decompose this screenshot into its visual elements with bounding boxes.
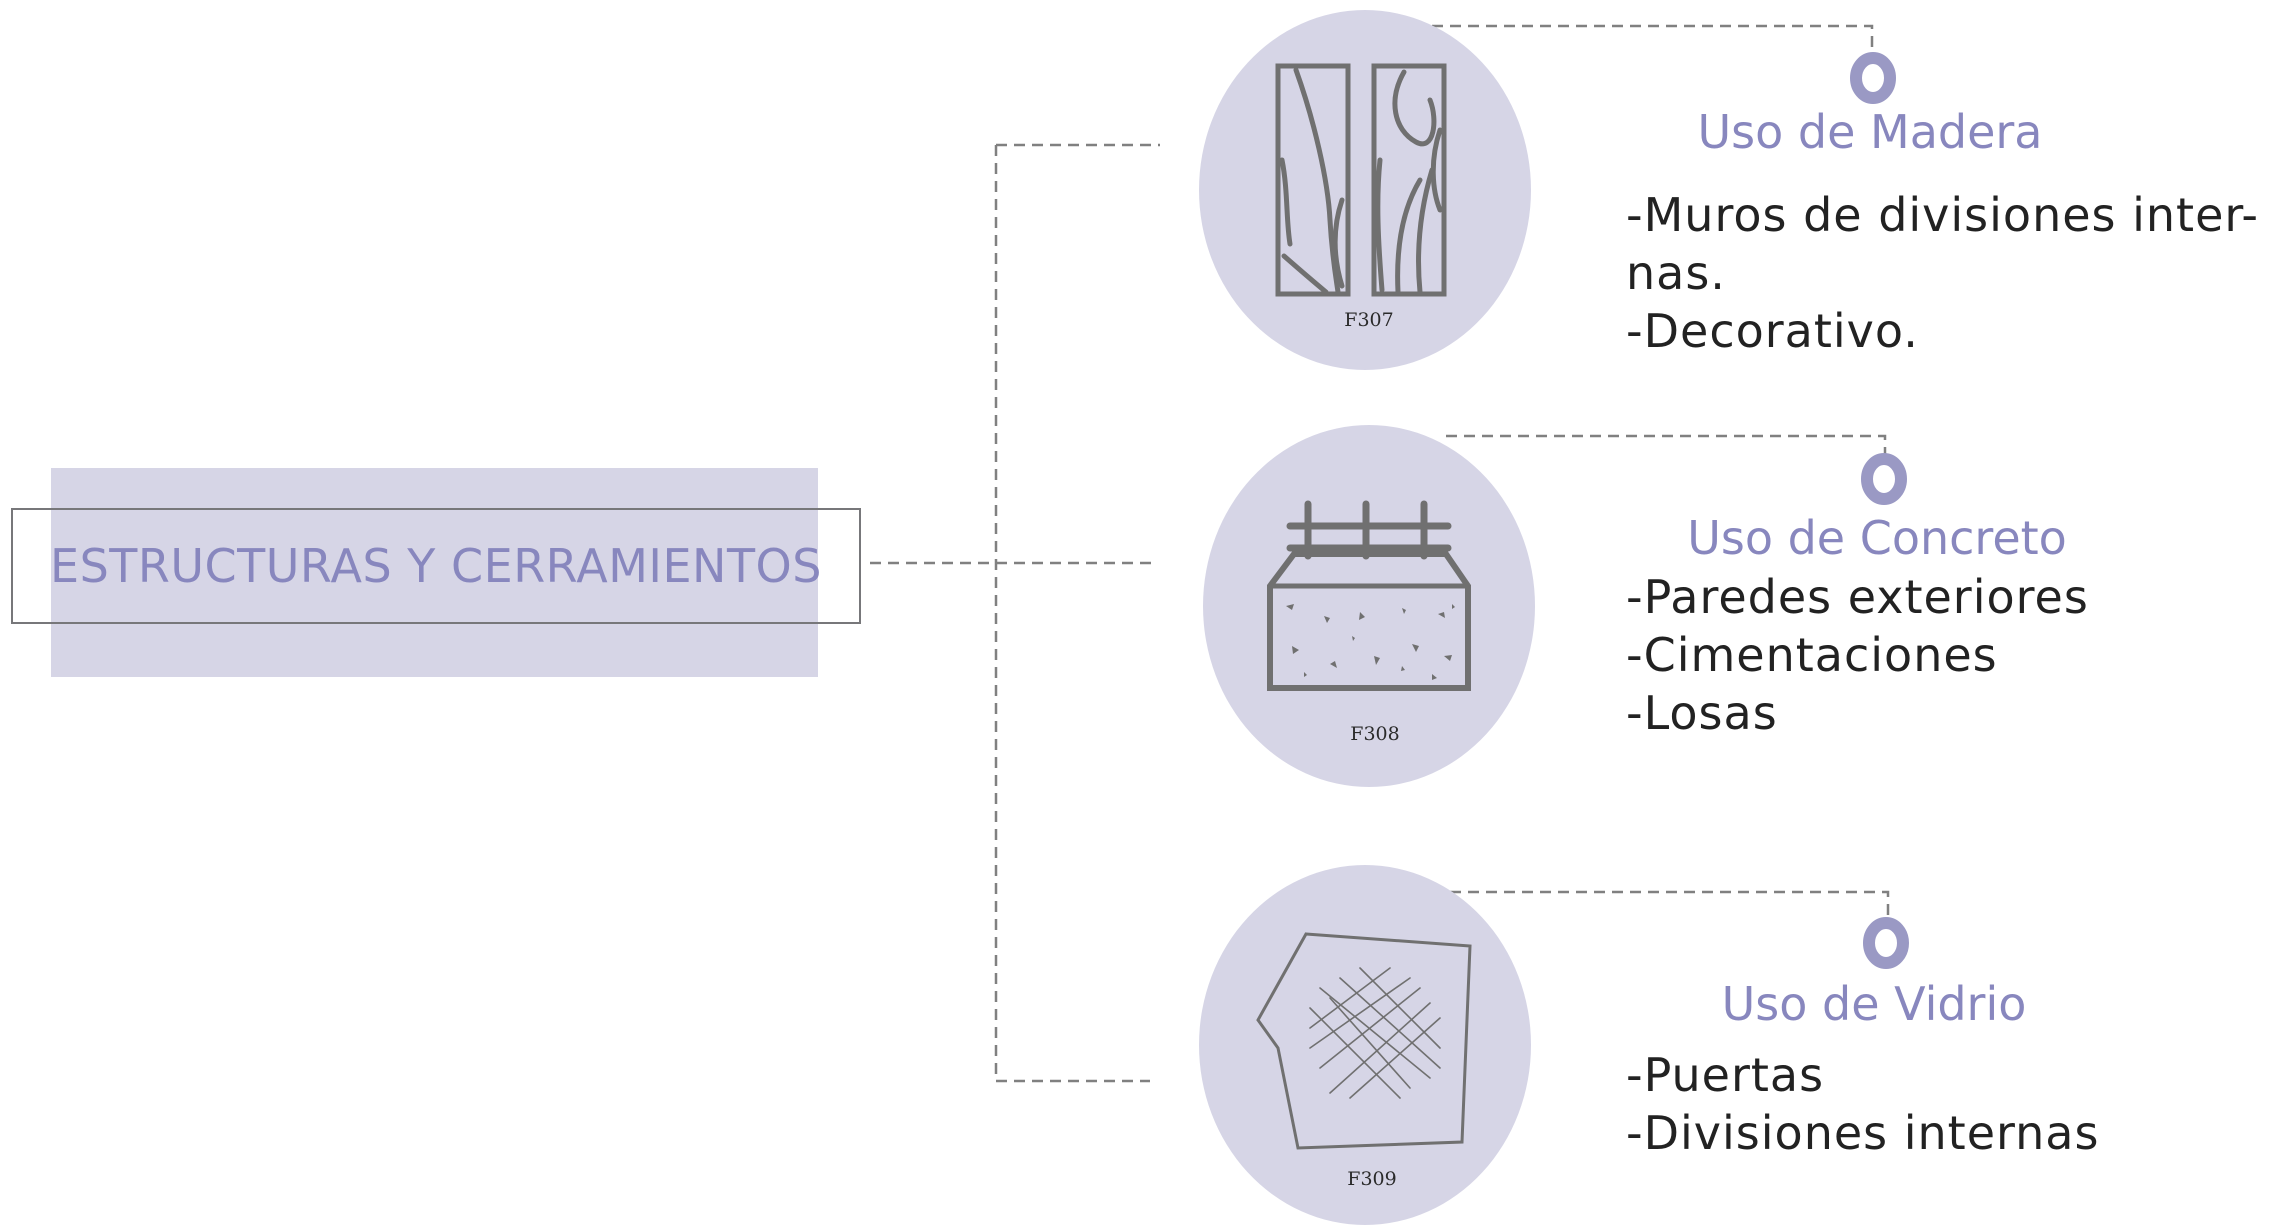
code-label-madera: F307 — [1344, 309, 1394, 331]
branch-circle-madera — [1199, 10, 1531, 370]
branch-item: -Muros de divisiones inter- — [1626, 188, 2259, 242]
code-label-vidrio: F309 — [1347, 1168, 1397, 1190]
marker-ring-madera — [1850, 52, 1896, 104]
branch-circle-vidrio — [1199, 865, 1531, 1225]
title-connector-vidrio — [1450, 890, 1890, 916]
marker-ring-concreto — [1861, 453, 1907, 505]
branch-item: -Puertas — [1626, 1048, 1825, 1102]
root-node-frame — [11, 508, 861, 624]
root-node-background — [51, 468, 818, 677]
cracked-glass-icon — [1256, 932, 1472, 1150]
branch-item: -Paredes exteriores — [1626, 570, 2089, 624]
branch-circle-concreto — [1203, 425, 1535, 787]
branch-title-concreto: Uso de Concreto — [1687, 511, 2067, 565]
code-label-concreto: F308 — [1350, 723, 1400, 745]
root-node-title: ESTRUCTURAS Y CERRAMIENTOS — [50, 539, 822, 593]
branch-item: -Decorativo. — [1626, 304, 1919, 358]
branch-items-concreto: -Paredes exteriores -Cimentaciones -Losa… — [1626, 568, 2266, 742]
branch-items-vidrio: -Puertas -Divisiones internas — [1626, 1046, 2266, 1162]
wood-planks-icon — [1275, 63, 1447, 297]
branch-item: -Losas — [1626, 686, 1778, 740]
branch-items-madera: -Muros de divisiones inter- nas. -Decora… — [1626, 186, 2266, 360]
branch-title-madera: Uso de Madera — [1697, 105, 2043, 159]
branch-item: -Divisiones internas — [1626, 1106, 2100, 1160]
branch-item: -Cimentaciones — [1626, 628, 1998, 682]
title-connector-concreto — [1446, 434, 1887, 460]
branch-title-vidrio: Uso de Vidrio — [1721, 977, 2027, 1031]
title-connector-madera — [1432, 24, 1874, 50]
branch-item: nas. — [1626, 246, 1726, 300]
concrete-block-icon — [1267, 500, 1471, 691]
marker-ring-vidrio — [1863, 917, 1909, 969]
